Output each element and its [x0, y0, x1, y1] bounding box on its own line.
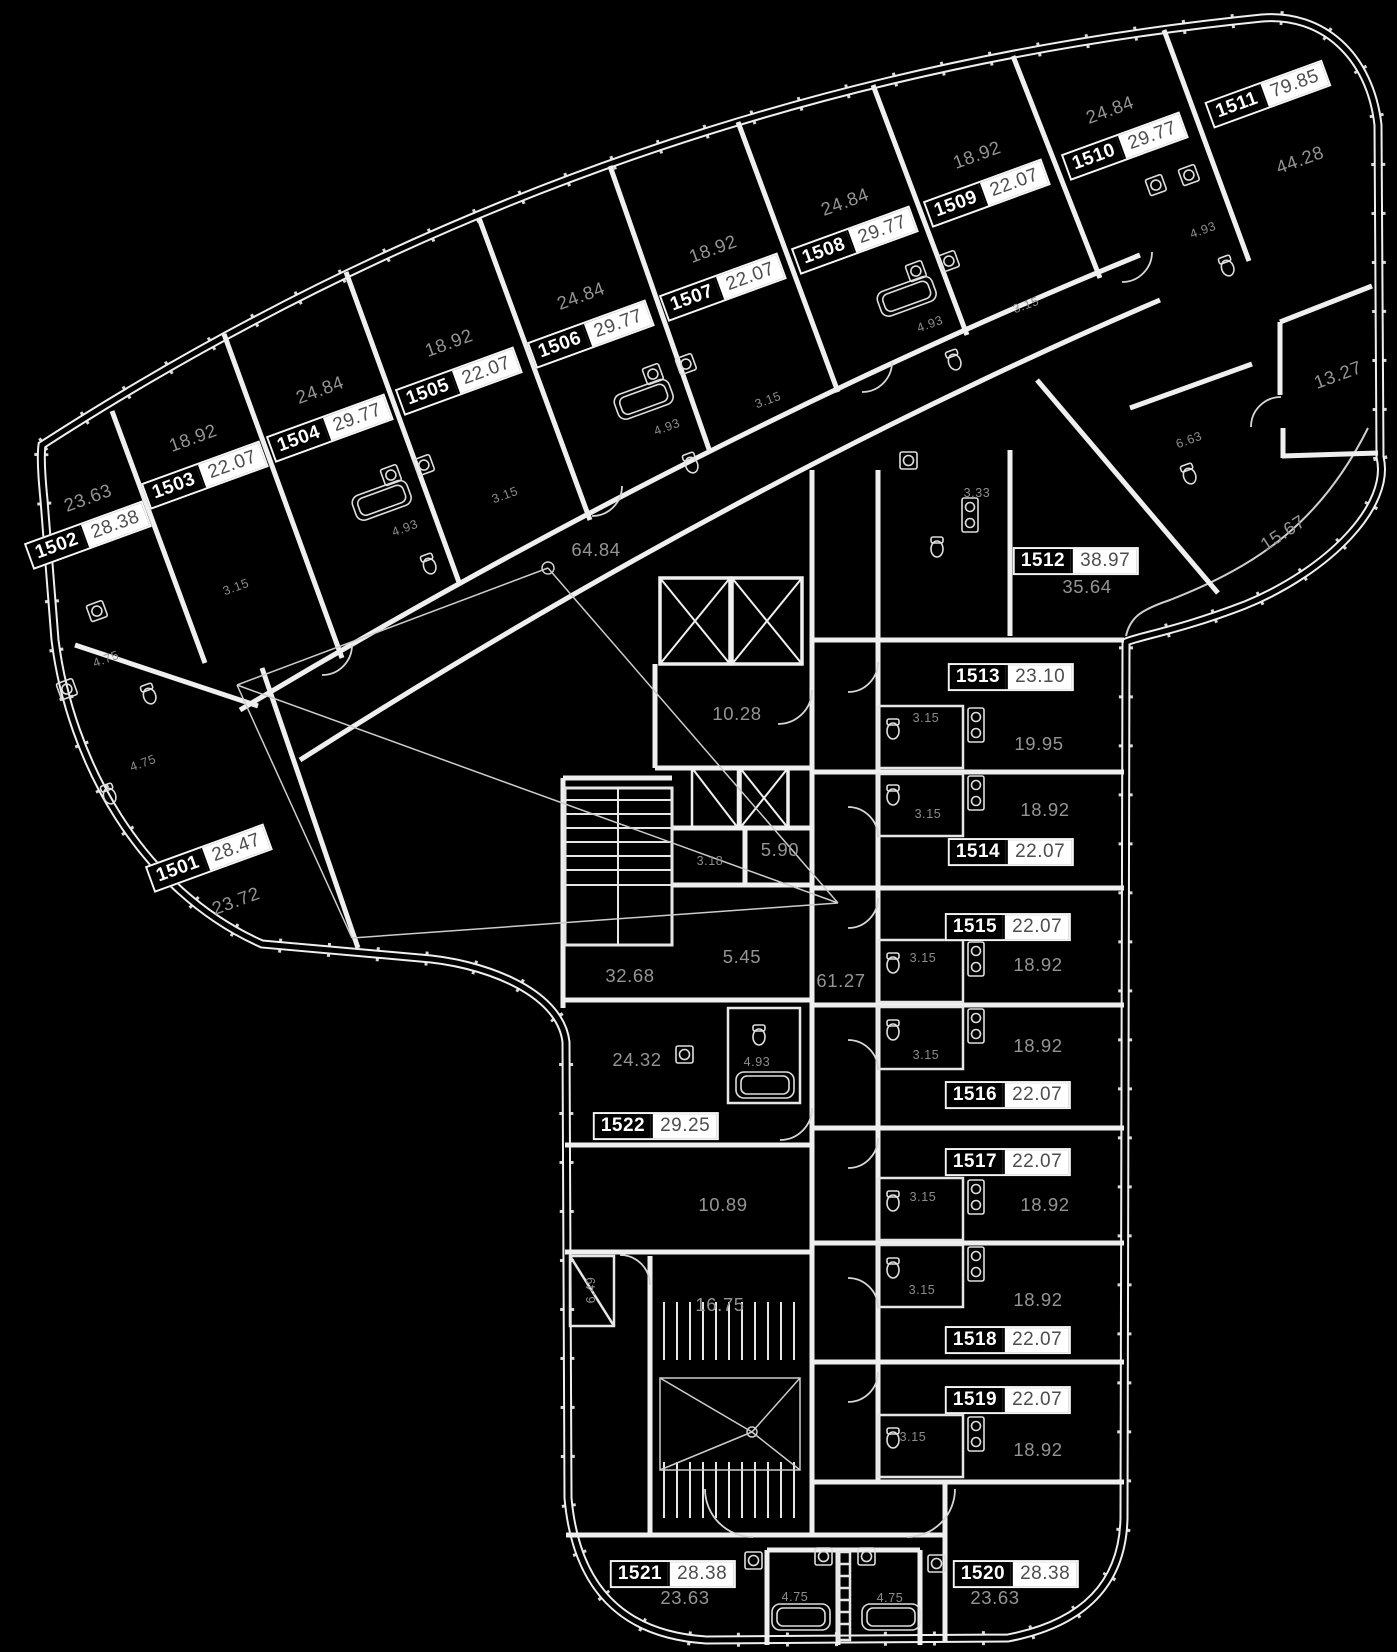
unit-total-area: 29.25 [651, 1114, 718, 1138]
unit-number: 1517 [946, 1150, 1004, 1174]
unit-number: 1519 [946, 1388, 1004, 1412]
unit-number: 1522 [594, 1114, 652, 1138]
unit-number: 1520 [954, 1562, 1012, 1586]
bathroom-partitions [568, 704, 965, 1642]
building-outline-inner [38, 15, 1384, 1643]
unit-number: 1518 [946, 1328, 1004, 1352]
door-arcs [321, 251, 1282, 1538]
elevator-icons [658, 576, 804, 830]
unit-number: 1512 [1014, 549, 1072, 573]
void-hatch-lines [236, 561, 839, 1471]
unit-number: 1514 [949, 840, 1007, 864]
unit-number: 1521 [611, 1562, 669, 1586]
unit-total-area: 28.38 [668, 1562, 735, 1586]
unit-total-area: 22.07 [1003, 915, 1070, 939]
unit-total-area: 23.10 [1006, 665, 1073, 689]
unit-number: 1516 [946, 1083, 1004, 1107]
unit-total-area: 28.38 [1011, 1562, 1078, 1586]
unit-number: 1513 [949, 665, 1007, 689]
unit-total-area: 22.07 [1003, 1150, 1070, 1174]
unit-total-area: 22.07 [1003, 1388, 1070, 1412]
unit-number: 1515 [946, 915, 1004, 939]
unit-total-area: 22.07 [1003, 1083, 1070, 1107]
gallery-glazing-line [1125, 427, 1369, 637]
unit-total-area: 22.07 [1006, 840, 1073, 864]
unit-total-area: 38.97 [1071, 549, 1138, 573]
unit-total-area: 22.07 [1003, 1328, 1070, 1352]
stairs-icons [563, 786, 795, 1518]
